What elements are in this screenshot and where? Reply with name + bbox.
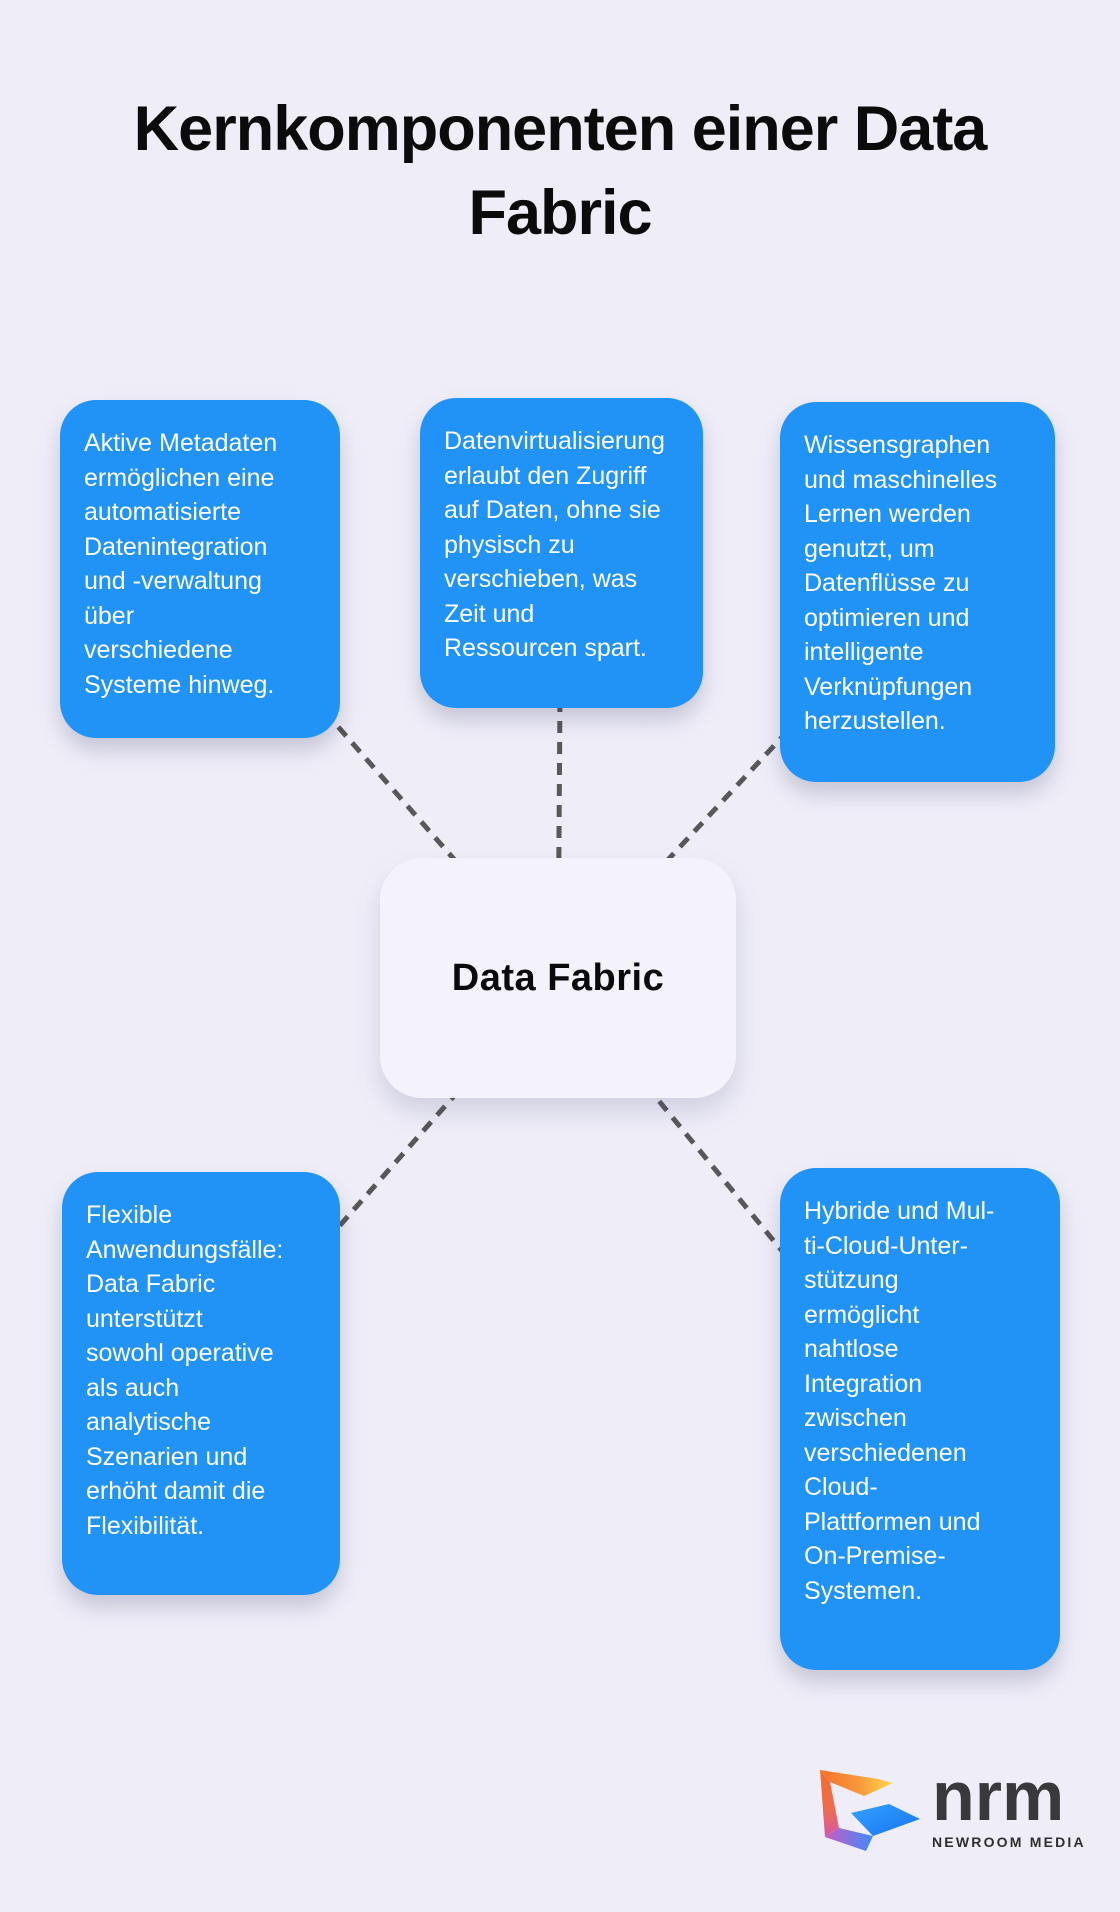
page-title: Kernkomponenten einer Data Fabric [133, 94, 988, 248]
branding-block: nrm NEWROOM MEDIA [816, 1757, 1086, 1856]
center-node-data-fabric: Data Fabric [380, 858, 736, 1098]
center-node-label: Data Fabric [451, 956, 665, 999]
node-aktive-metadaten: Aktive Metadaten ermöglichen eine automa… [60, 400, 340, 738]
node-wissensgraphen: Wissensgraphen und maschinelles Lernen w… [780, 402, 1055, 782]
node-hybride-multi-cloud: Hybride und Mul- ti-Cloud-Unter- stützun… [780, 1168, 1060, 1670]
logo-subtext: NEWROOM MEDIA [932, 1834, 1086, 1851]
node-flexible-anwendungsfaelle: Flexible Anwendungsfälle: Data Fabric un… [62, 1172, 340, 1595]
node-datenvirtualisierung: Datenvirtualisierung erlaubt den Zugriff… [420, 398, 703, 708]
logo-text-column: nrm NEWROOM MEDIA [932, 1757, 1086, 1851]
nrm-logo-icon [820, 1770, 920, 1851]
logo-wordmark: nrm [932, 1757, 1065, 1835]
